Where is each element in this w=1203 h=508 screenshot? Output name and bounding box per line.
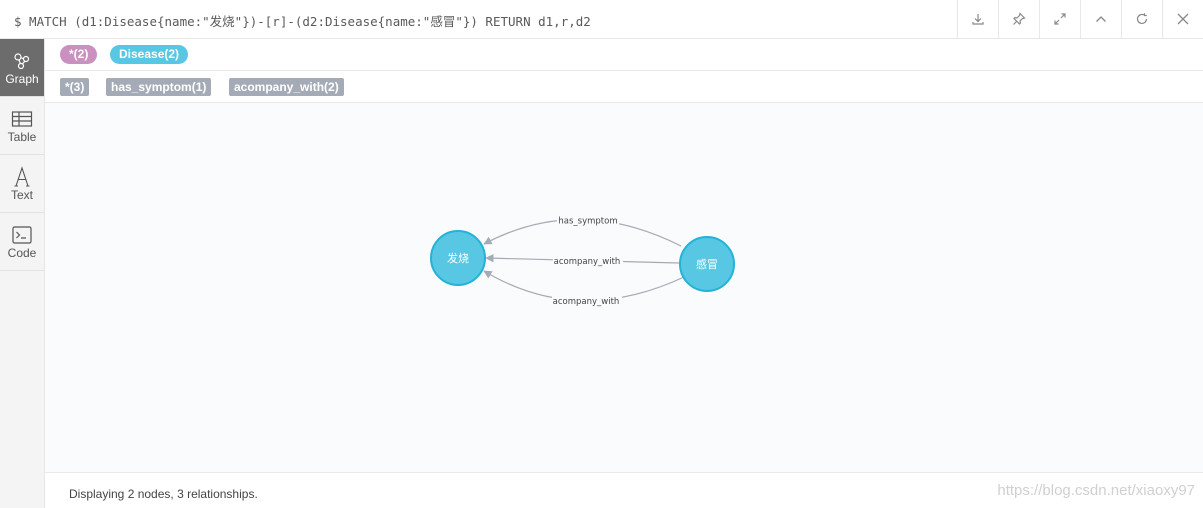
legend-node-all[interactable]: *(2) — [60, 45, 98, 64]
expand-icon — [1054, 13, 1066, 25]
graph-svg: has_symptom acompany_with acompany_with … — [430, 214, 735, 307]
relationship-label[interactable]: acompany_with — [553, 297, 620, 307]
graph-canvas[interactable]: has_symptom acompany_with acompany_with … — [45, 103, 1203, 472]
legend-rel-acompany-with[interactable]: acompany_with(2) — [229, 78, 344, 96]
download-button[interactable] — [957, 0, 998, 38]
node-caption: 发烧 — [447, 251, 469, 265]
node-caption: 感冒 — [696, 258, 718, 271]
fullscreen-button[interactable] — [1039, 0, 1080, 38]
rerun-button[interactable] — [1121, 0, 1162, 38]
graph-node[interactable] — [430, 230, 486, 286]
status-bar: Displaying 2 nodes, 3 relationships. htt… — [45, 472, 1203, 508]
collapse-button[interactable] — [1080, 0, 1121, 38]
frame-toolbar — [957, 0, 1203, 38]
sidebar-item-label: Code — [7, 245, 37, 260]
relationship-type-legend: *(3) has_symptom(1) acompany_with(2) — [45, 71, 1203, 103]
relationship-label-bg — [552, 295, 622, 307]
sidebar-item-table[interactable]: Table — [0, 97, 44, 155]
view-sidebar: Graph Table Text Code — [0, 39, 45, 508]
pin-button[interactable] — [998, 0, 1039, 38]
sidebar-item-label: Text — [10, 187, 33, 202]
relationship-label-bg — [553, 255, 623, 267]
pin-icon — [1013, 12, 1026, 25]
sidebar-item-text[interactable]: Text — [0, 155, 44, 213]
text-icon — [13, 165, 31, 188]
graph-icon — [12, 50, 32, 72]
graph-node[interactable] — [679, 236, 735, 292]
relationship-label[interactable]: has_symptom — [558, 217, 617, 227]
legend-rel-all[interactable]: *(3) — [60, 78, 90, 96]
status-text: Displaying 2 nodes, 3 relationships. — [69, 487, 258, 501]
code-icon — [11, 224, 33, 246]
table-icon — [11, 108, 33, 130]
rerun-icon — [1136, 13, 1148, 25]
sidebar-item-label: Graph — [5, 71, 39, 86]
close-icon — [1177, 13, 1189, 25]
query-text[interactable]: $ MATCH (d1:Disease{name:"发烧"})-[r]-(d2:… — [14, 14, 591, 29]
query-bar: $ MATCH (d1:Disease{name:"发烧"})-[r]-(d2:… — [0, 0, 1203, 39]
relationship-label-bg — [557, 214, 619, 226]
legend-rel-has-symptom[interactable]: has_symptom(1) — [106, 78, 212, 96]
sidebar-item-label: Table — [7, 129, 37, 144]
download-icon — [972, 14, 984, 25]
node-label-legend: *(2) Disease(2) — [45, 39, 1203, 71]
legend-node-disease[interactable]: Disease(2) — [110, 45, 189, 64]
watermark: https://blog.csdn.net/xiaoxy97 — [997, 482, 1195, 499]
sidebar-item-graph[interactable]: Graph — [0, 39, 44, 97]
close-button[interactable] — [1162, 0, 1203, 38]
collapse-icon — [1096, 16, 1106, 22]
sidebar-item-code[interactable]: Code — [0, 213, 44, 271]
relationship-label[interactable]: acompany_with — [554, 257, 621, 267]
